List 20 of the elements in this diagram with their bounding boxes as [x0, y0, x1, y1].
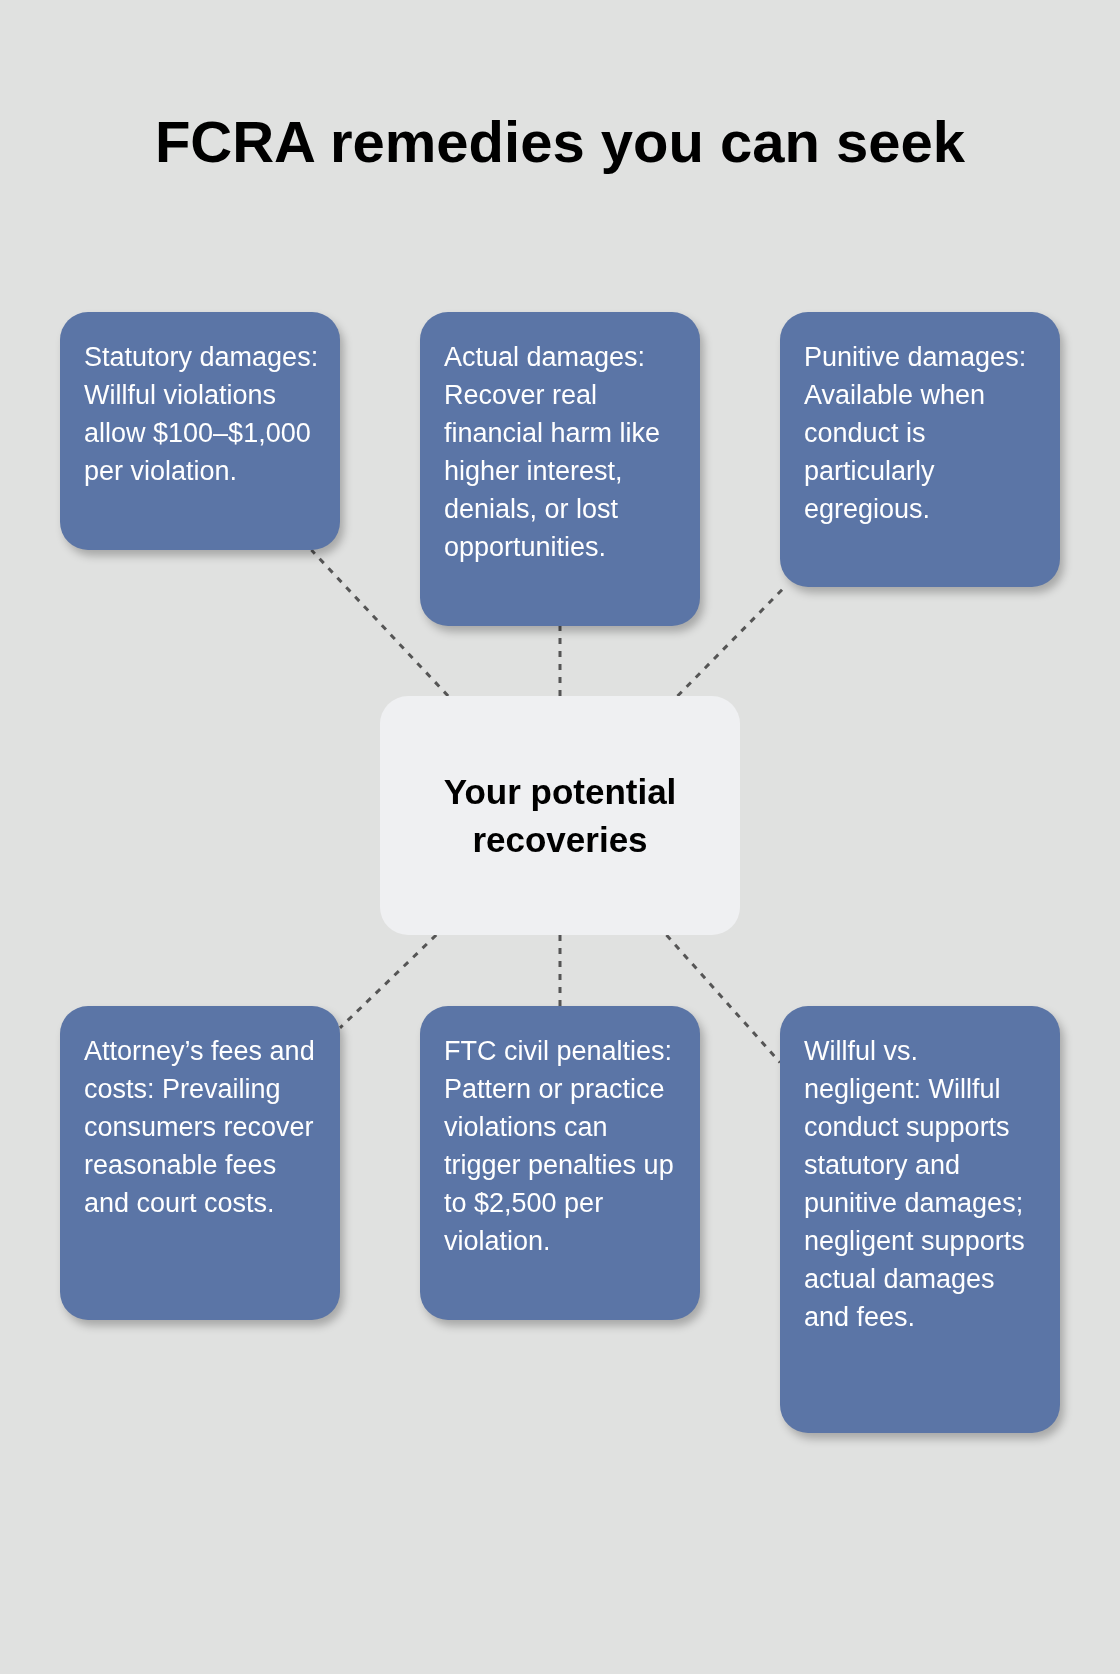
remedy-text: Statutory damages: Willful violations allow $100–$1,000 per violation. [84, 341, 320, 488]
remedy-card [420, 1006, 700, 1320]
remedy-card [60, 312, 340, 550]
remedy-card [780, 1006, 1060, 1433]
remedy-text: Attorney’s fees and costs: Prevailing consumers recover reasonable fees and court costs. [84, 1035, 316, 1220]
remedy-text: FTC civil penalties: Pattern or practice violations can trigger penalties up to $2,500 per violation. [444, 1035, 675, 1258]
remedy-text: Willful vs. negligent: Willful conduct supports statutory and punitive damages; negligent supports actual damages and fees. [804, 1035, 1026, 1334]
remedy-card [60, 1006, 340, 1320]
remedy-card [420, 312, 700, 626]
dashed-connector [558, 935, 562, 1006]
dashed-connector [665, 934, 782, 1064]
dashed-connector [558, 626, 562, 696]
title: FCRA remedies you can seek [153, 108, 967, 175]
dashed-connector [338, 933, 438, 1029]
center-label: Your potential recoveries [442, 770, 678, 861]
remedy-card [780, 312, 1060, 587]
remedy-text: Punitive damages: Available when conduct is particularly egregious. [804, 341, 1028, 526]
center-box [380, 696, 740, 935]
dashed-connector [310, 548, 450, 698]
remedy-text: Actual damages: Recover real financial harm like higher interest, denials, or lost opportunities. [444, 341, 662, 564]
